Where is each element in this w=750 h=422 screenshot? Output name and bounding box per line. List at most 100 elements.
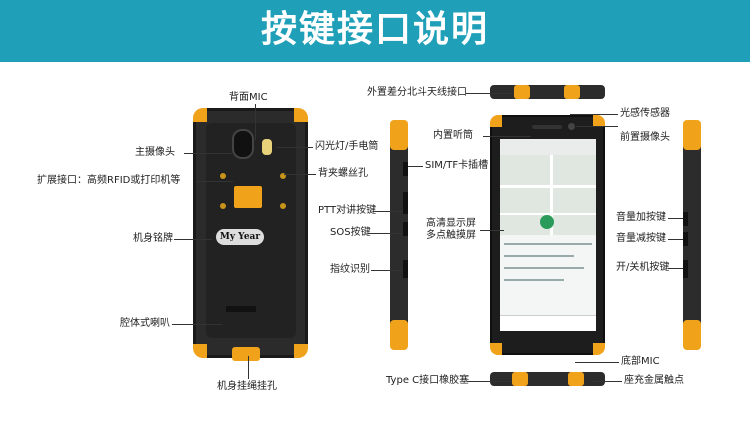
label-sos: SOS按键: [330, 227, 371, 238]
leader-line: [592, 381, 622, 382]
leader-line: [483, 136, 531, 137]
leader-line: [255, 104, 256, 140]
leader-line: [368, 233, 403, 234]
corner-bumper: [294, 344, 308, 358]
screen-search-bar: [500, 139, 596, 155]
label-back-mic: 背面MIC: [229, 92, 268, 103]
volume-up-button-icon: [683, 212, 688, 226]
label-speaker: 腔体式喇叭: [120, 318, 170, 329]
leader-line: [570, 114, 618, 115]
label-lanyard: 机身挂绳挂孔: [217, 381, 277, 392]
corner-bumper: [490, 343, 502, 355]
leader-line: [668, 239, 683, 240]
corner-bumper: [490, 115, 502, 127]
screen-map: [500, 155, 596, 235]
pogo-contacts-icon: [568, 372, 584, 386]
screw-icon: [220, 173, 226, 179]
corner-bumper: [593, 115, 605, 127]
bumper-segment: [512, 372, 528, 386]
label-back-clip-screw: 背夹螺丝孔: [318, 168, 368, 179]
bumper-segment: [683, 120, 701, 150]
leader-line: [197, 181, 233, 182]
leader-line: [184, 153, 232, 154]
header-banner: 按键接口说明: [0, 0, 750, 62]
label-typec: Type C接口橡胶塞: [386, 375, 470, 386]
label-display-line2: 多点触摸屏: [426, 230, 476, 241]
map-location-marker-icon: [540, 215, 554, 229]
screen-info-line: [504, 267, 584, 269]
bumper-segment: [514, 85, 530, 99]
leader-line: [480, 230, 504, 231]
map-road: [500, 185, 596, 188]
expansion-contacts-icon: [234, 186, 262, 208]
screen-info-line: [504, 279, 564, 281]
sim-slot-icon: [403, 162, 408, 176]
corner-bumper: [193, 108, 207, 122]
map-road: [550, 155, 553, 235]
label-display-line1: 高清显示屏: [426, 218, 476, 229]
label-fingerprint: 指纹识别: [330, 264, 370, 275]
bumper-segment: [564, 85, 580, 99]
label-expansion: 扩展接口：高频RFID或打印机等: [37, 175, 181, 186]
front-camera-icon: [568, 123, 575, 130]
label-vol-up: 音量加按键: [616, 212, 666, 223]
sos-button-icon: [403, 222, 408, 236]
screen-bottom-nav: [500, 315, 596, 331]
leader-line: [575, 362, 619, 363]
phone-bottom-view: [490, 372, 605, 386]
leader-line: [408, 166, 423, 167]
fingerprint-button-icon: [403, 260, 408, 278]
label-vol-down: 音量减按键: [616, 233, 666, 244]
volume-down-button-icon: [683, 232, 688, 246]
ptt-button-icon: [403, 192, 408, 214]
speaker-grille-icon: [226, 306, 256, 312]
screen-info-line: [504, 255, 574, 257]
screw-icon: [220, 203, 226, 209]
label-main-camera: 主摄像头: [135, 147, 175, 158]
screw-icon: [280, 173, 286, 179]
label-sim-tf: SIM/TF卡插槽: [425, 160, 489, 171]
flash-icon: [262, 139, 272, 155]
lanyard-hole-icon: [232, 347, 260, 361]
bumper-segment: [390, 320, 408, 350]
phone-front-view: [490, 115, 605, 355]
phone-left-side-view: [390, 120, 408, 350]
leader-line: [373, 211, 403, 212]
leader-line: [172, 324, 222, 325]
leader-line: [467, 381, 512, 382]
leader-line: [174, 239, 212, 240]
earpiece-icon: [532, 125, 562, 129]
label-bottom-mic: 底部MIC: [621, 356, 660, 367]
screen-info-line: [504, 243, 592, 245]
label-ptt: PTT对讲按键: [318, 205, 377, 216]
screw-icon: [280, 203, 286, 209]
display-screen: [500, 139, 596, 331]
label-pogo: 座充金属触点: [624, 375, 684, 386]
label-front-camera: 前置摄像头: [620, 132, 670, 143]
nameplate-badge: My Year: [216, 229, 264, 245]
page-title: 按键接口说明: [260, 9, 489, 50]
rear-camera-icon: [232, 129, 254, 159]
phone-top-view: [490, 85, 605, 99]
label-nameplate: 机身铭牌: [133, 233, 173, 244]
bumper-segment: [683, 320, 701, 350]
leader-line: [276, 147, 313, 148]
phone-back-view: My Year: [193, 108, 308, 361]
label-flash: 闪光灯/手电筒: [315, 141, 379, 152]
label-power: 开/关机按键: [616, 262, 670, 273]
power-button-icon: [683, 260, 688, 278]
corner-bumper: [593, 343, 605, 355]
leader-line: [371, 270, 403, 271]
leader-line: [284, 174, 316, 175]
leader-line: [466, 93, 512, 94]
corner-bumper: [193, 344, 207, 358]
leader-line: [668, 218, 683, 219]
label-gnss-port: 外置差分北斗天线接口: [367, 87, 467, 98]
label-light-sensor: 光感传感器: [620, 108, 670, 119]
phone-right-side-view: [683, 120, 701, 350]
leader-line: [576, 126, 618, 127]
bumper-segment: [390, 120, 408, 150]
leader-line: [248, 356, 249, 379]
corner-bumper: [294, 108, 308, 122]
label-earpiece: 内置听筒: [433, 130, 473, 141]
